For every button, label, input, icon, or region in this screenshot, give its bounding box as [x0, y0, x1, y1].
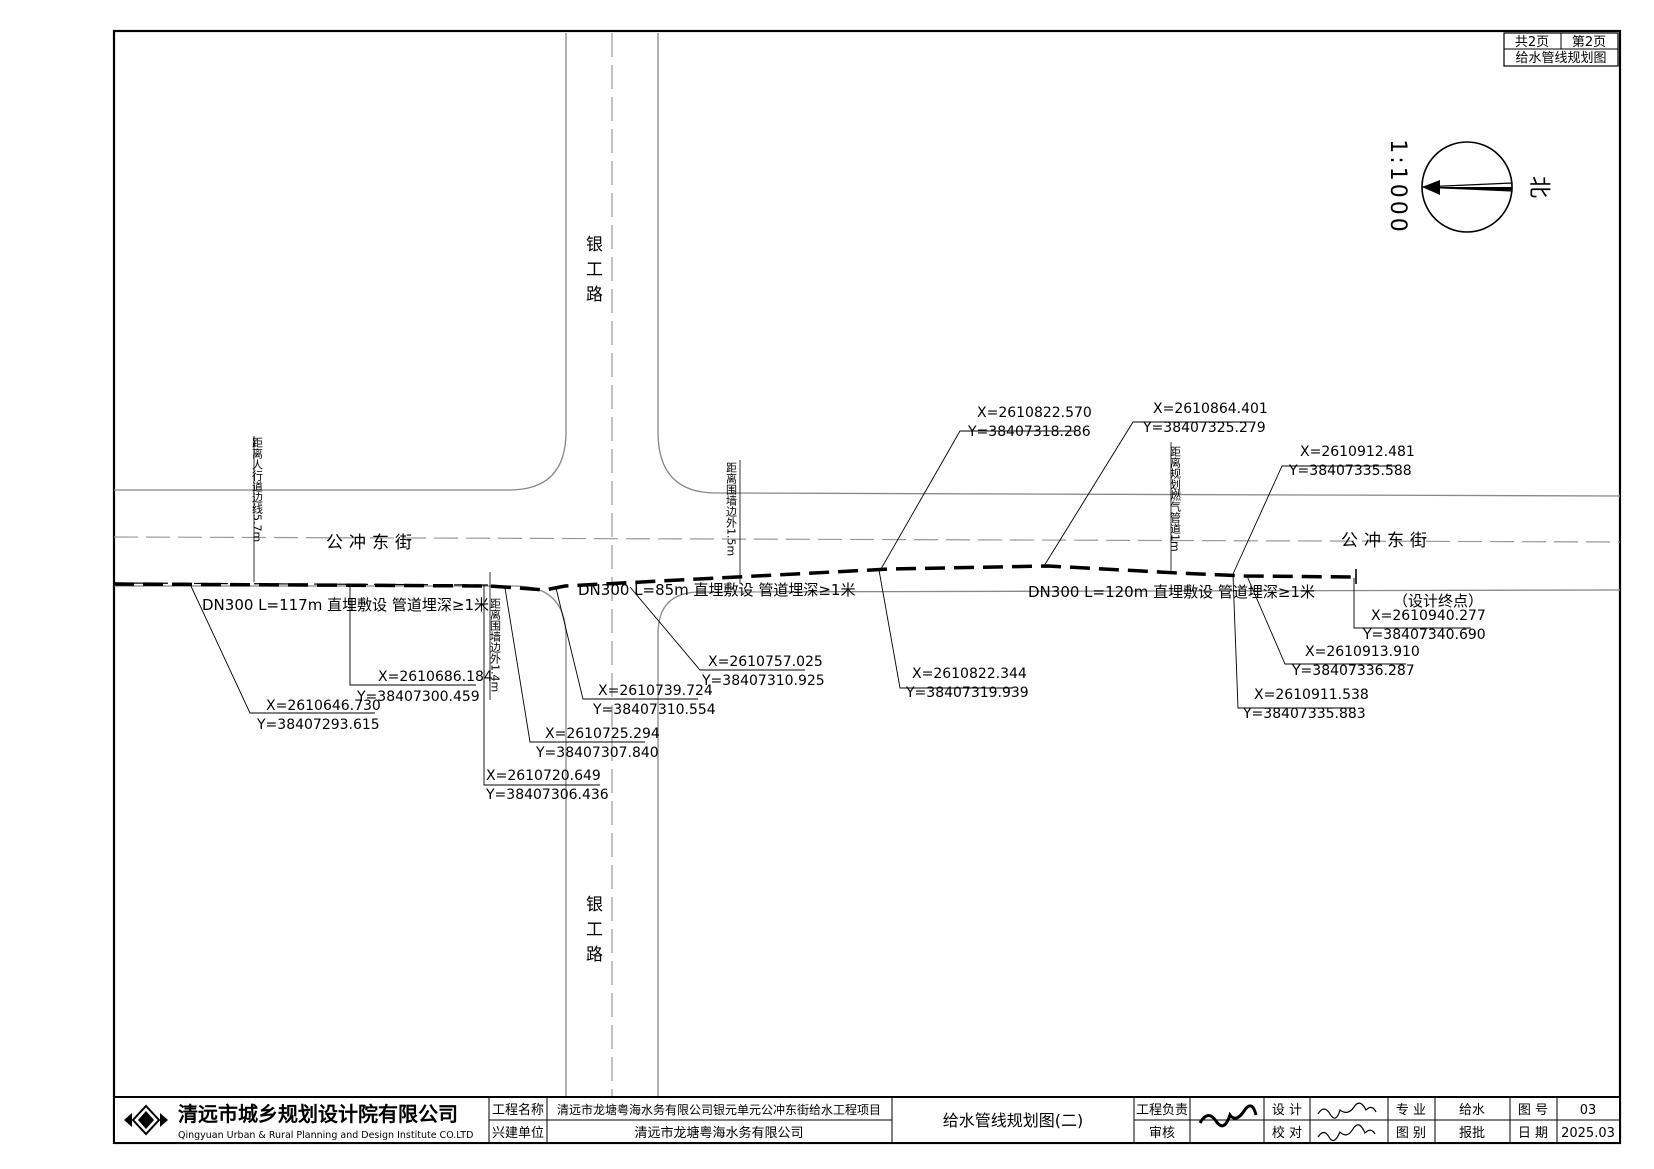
coord-point-4: X=2610725.294 Y=38407307.840	[504, 587, 660, 761]
discipline-label: 专 业	[1396, 1103, 1426, 1118]
pipe-label-2: DN300 L=85m 直埋敷设 管道埋深≥1米	[578, 581, 855, 599]
signature-design-icon	[1317, 1102, 1377, 1119]
sheet-drawing-name: 给水管线规划图	[1515, 51, 1606, 66]
svg-text:Y=38407306.436: Y=38407306.436	[485, 787, 609, 803]
scale-label: 1:1000	[1385, 139, 1410, 234]
builder-label: 兴建单位	[492, 1126, 544, 1141]
signature-check-icon	[1317, 1124, 1376, 1142]
road-label-gongchong-right: 公冲东街	[1341, 531, 1433, 551]
coord-point-11: X=2610913.910 Y=38407336.287	[1246, 575, 1420, 679]
drawing-no-value: 03	[1580, 1103, 1597, 1118]
design-label: 设 计	[1272, 1103, 1302, 1118]
page-number: 第2页	[1572, 35, 1606, 50]
svg-text:X=2610725.294: X=2610725.294	[545, 726, 660, 742]
svg-text:X=2610864.401: X=2610864.401	[1153, 401, 1268, 417]
svg-text:X=2610739.724: X=2610739.724	[598, 683, 713, 699]
builder-name: 清远市龙塘粤海水务有限公司	[634, 1125, 803, 1141]
check-label: 校 对	[1272, 1125, 1302, 1141]
note-wall-1: 距离围墙边外1.4m	[489, 572, 502, 700]
svg-text:X=2610720.649: X=2610720.649	[486, 768, 601, 784]
coord-point-10: X=2610912.481 Y=38407335.588	[1232, 444, 1415, 575]
title-block: 清远市城乡规划设计院有限公司 Qingyuan Urban & Rural Pl…	[113, 1096, 1621, 1144]
company-name-en: Qingyuan Urban & Rural Planning and Desi…	[178, 1130, 473, 1141]
north-label: 北	[1526, 176, 1551, 198]
project-name: 清远市龙塘粤海水务有限公司银元单元公冲东街给水工程项目	[557, 1102, 881, 1117]
note-gas-pipe: 距离规划燃气管道1m	[1169, 442, 1182, 572]
company-logo-icon	[124, 1104, 168, 1136]
date-label: 日 期	[1518, 1126, 1548, 1141]
drawing-no-label: 图 号	[1518, 1103, 1548, 1118]
svg-text:Y=38407325.279: Y=38407325.279	[1142, 420, 1266, 436]
svg-text:X=2610822.570: X=2610822.570	[977, 405, 1092, 421]
svg-text:Y=38407319.939: Y=38407319.939	[905, 685, 1029, 701]
svg-text:X=2610912.481: X=2610912.481	[1300, 444, 1415, 460]
water-main-pipe	[113, 564, 1356, 592]
svg-text:Y=38407310.925: Y=38407310.925	[701, 673, 825, 689]
drawing-title: 给水管线规划图(二)	[943, 1111, 1084, 1130]
svg-text:Y=38407318.286: Y=38407318.286	[967, 424, 1091, 440]
discipline-value: 给水	[1459, 1103, 1485, 1118]
note-wall-2: 距离围墙边外1.5m	[725, 460, 741, 584]
category-value: 报批	[1459, 1126, 1485, 1141]
company-name-cn: 清远市城乡规划设计院有限公司	[178, 1102, 458, 1126]
svg-text:Y=38407340.690: Y=38407340.690	[1362, 627, 1486, 643]
svg-text:X=2610940.277: X=2610940.277	[1371, 608, 1486, 624]
end-point-label: （设计终点）	[1393, 592, 1483, 610]
sheet-info-box: 共2页 第2页 给水管线规划图	[1503, 32, 1619, 67]
total-pages: 共2页	[1515, 35, 1549, 50]
coord-point-2: X=2610686.184 Y=38407300.459	[349, 585, 493, 705]
signature-lead-icon	[1198, 1104, 1258, 1128]
svg-text:Y=38407307.840: Y=38407307.840	[535, 745, 659, 761]
road-label-gongchong-left: 公冲东街	[326, 533, 418, 553]
svg-text:距离围墙边外1.4m: 距离围墙边外1.4m	[489, 598, 502, 693]
coord-point-1: X=2610646.730 Y=38407293.615	[189, 583, 381, 733]
road-label-yingong-top: 银工路	[582, 235, 603, 310]
svg-text:Y=38407310.554: Y=38407310.554	[592, 702, 716, 718]
coord-point-9: X=2610864.401 Y=38407325.279	[1043, 401, 1268, 567]
coord-point-5: X=2610739.724 Y=38407310.554	[555, 587, 716, 718]
north-arrow: 北 1:1000	[1385, 139, 1551, 234]
svg-text:Y=38407293.615: Y=38407293.615	[256, 717, 380, 733]
svg-text:X=2610911.538: X=2610911.538	[1254, 687, 1369, 703]
svg-text:X=2610913.910: X=2610913.910	[1305, 644, 1420, 660]
coord-point-7: X=2610822.344 Y=38407319.939	[878, 569, 1029, 701]
pipe-label-1: DN300 L=117m 直埋敷设 管道埋深≥1米	[202, 596, 489, 614]
coord-point-13: X=2610940.277 Y=38407340.690	[1353, 578, 1486, 643]
svg-text:X=2610646.730: X=2610646.730	[266, 698, 381, 714]
pipe-label-3: DN300 L=120m 直埋敷设 管道埋深≥1米	[1028, 583, 1315, 601]
coord-point-8: X=2610822.570 Y=38407318.286	[880, 405, 1092, 570]
date-value: 2025.03	[1561, 1126, 1615, 1141]
svg-text:X=2610757.025: X=2610757.025	[708, 654, 823, 670]
project-name-label: 工程名称	[492, 1102, 544, 1118]
svg-text:Y=38407335.588: Y=38407335.588	[1288, 463, 1412, 479]
svg-text:距离人行道边线5.7m: 距离人行道边线5.7m	[251, 437, 264, 543]
project-lead-label: 工程负责	[1136, 1103, 1188, 1118]
svg-text:Y=38407335.883: Y=38407335.883	[1242, 706, 1366, 722]
category-label: 图 别	[1396, 1126, 1426, 1141]
svg-text:距离规划燃气管道1m: 距离规划燃气管道1m	[1169, 446, 1182, 552]
coord-point-6: X=2610757.025 Y=38407310.925	[629, 586, 825, 689]
svg-text:距离围墙边外1.5m: 距离围墙边外1.5m	[725, 462, 738, 557]
coord-point-12: X=2610911.538 Y=38407335.883	[1232, 574, 1369, 722]
svg-text:Y=38407300.459: Y=38407300.459	[356, 689, 480, 705]
svg-text:X=2610822.344: X=2610822.344	[912, 666, 1027, 682]
review-label: 审核	[1149, 1126, 1175, 1141]
note-sidewalk: 距离人行道边线5.7m	[251, 436, 264, 582]
road-yingong	[113, 33, 1621, 1097]
svg-text:Y=38407336.287: Y=38407336.287	[1291, 663, 1415, 679]
coord-point-3: X=2610720.649 Y=38407306.436	[483, 585, 609, 803]
road-label-yingong-bottom: 银工路	[582, 895, 603, 970]
svg-text:X=2610686.184: X=2610686.184	[378, 669, 493, 685]
